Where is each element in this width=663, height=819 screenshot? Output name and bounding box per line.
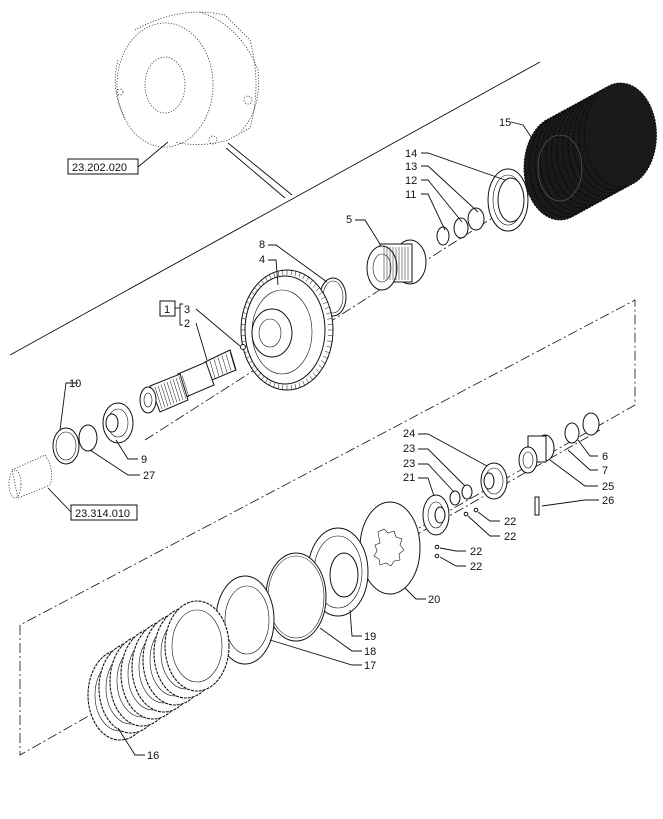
callout-4: 4: [259, 254, 265, 266]
reference-leader-top-2: [225, 147, 286, 199]
lower-assembly-boundary: [19, 299, 636, 756]
reference-leader-top: [227, 142, 293, 196]
callout-5: 5: [346, 214, 352, 226]
pressure-plate-17: [215, 575, 275, 665]
callout-11: 11: [405, 189, 416, 201]
clutch-plates-16: [87, 600, 230, 741]
callout-12: 12: [405, 175, 417, 187]
callout-13: 13: [405, 161, 417, 173]
callout-6: 6: [602, 451, 608, 463]
group-box-label[interactable]: 1: [164, 304, 170, 316]
clutch-plate-16: [164, 600, 230, 692]
bearing-left: [102, 402, 134, 444]
reference-box-left[interactable]: [70, 504, 138, 521]
large-gear: [240, 269, 334, 391]
callout-14: 14: [405, 148, 417, 160]
callout-3: 3: [184, 304, 190, 316]
upper-axis-line: [144, 129, 631, 441]
callout-17: 17: [364, 660, 376, 672]
callout-15: 15: [499, 117, 511, 129]
clutch-disc-pack: [523, 82, 657, 221]
snap-rings-11-13: [436, 207, 485, 246]
bushing-25: [518, 434, 555, 474]
callout-10: 10: [69, 378, 81, 390]
callout-27: 27: [143, 470, 155, 482]
callout-16: 16: [147, 750, 159, 762]
reference-top-leader: [137, 141, 169, 168]
rings-6-7: [564, 412, 600, 444]
left-shaft-stub: [8, 454, 53, 499]
reference-label-top[interactable]: 23.202.020: [72, 162, 127, 174]
callout-labels: 15 14 13 12 11 5 8 4 3 2 10 9 27 24 23 2…: [69, 117, 614, 762]
callout-22b: 22: [504, 531, 516, 543]
callout-9: 9: [141, 454, 147, 466]
spring-plate-20: [359, 501, 421, 595]
transmission-housing: [114, 11, 259, 148]
callout-19: 19: [364, 631, 376, 643]
balls-22: [434, 507, 479, 559]
snap-rings-10-27: [52, 424, 98, 465]
group-bracket: [179, 303, 183, 326]
callout-2: 2: [184, 318, 190, 330]
thrust-ring: [487, 168, 529, 232]
callout-22a: 22: [504, 516, 516, 528]
callout-7: 7: [602, 465, 608, 477]
callout-20: 20: [428, 594, 440, 606]
callout-21: 21: [403, 472, 415, 484]
callout-18: 18: [364, 646, 376, 658]
leader-lines: [59, 121, 599, 756]
section-divider-line: [9, 61, 541, 356]
piston-21: [422, 494, 450, 536]
bearing-24: [480, 462, 508, 500]
clutch-disc-15: [584, 82, 657, 188]
group-box[interactable]: [159, 300, 176, 317]
seal-ring-18: [265, 552, 327, 642]
reference-left-leader: [47, 487, 72, 513]
callout-24: 24: [403, 428, 415, 440]
callout-23a: 23: [403, 443, 415, 455]
callout-25: 25: [602, 481, 614, 493]
callout-22c: 22: [470, 546, 482, 558]
callout-22d: 22: [470, 561, 482, 573]
splined-hub: [366, 239, 427, 291]
callout-23b: 23: [403, 458, 415, 470]
reference-label-left[interactable]: 23.314.010: [75, 508, 130, 520]
callout-26: 26: [602, 495, 614, 507]
input-shaft: [139, 344, 246, 414]
pin-26: [534, 496, 540, 516]
callout-8: 8: [259, 239, 265, 251]
small-rings-23: [449, 484, 473, 506]
